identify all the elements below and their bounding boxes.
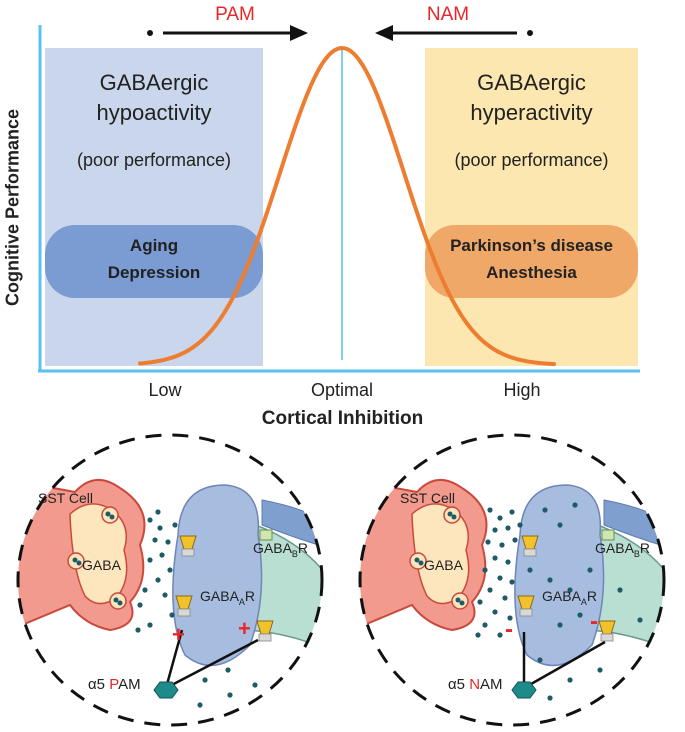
y-axis-label: Cognitive Performance <box>2 108 23 307</box>
tick-optimal: Optimal <box>310 380 373 400</box>
right-nam-arrow-lower <box>523 640 606 690</box>
hypoactivity-zone <box>45 48 263 366</box>
left-gabab-r-label: GABABR <box>253 540 309 559</box>
left-pam-arrow-lower <box>165 638 259 690</box>
right-nam-modulator-label: α5 NAM <box>448 676 503 693</box>
left-pam-arrow-upper <box>164 629 184 689</box>
pam-origin-dot <box>147 30 153 36</box>
pill-anesthesia: Anesthesia <box>486 263 577 282</box>
left-synapse-frame <box>16 433 324 727</box>
right-gaba-label: GABA <box>424 557 463 573</box>
left-pam-molecule <box>153 681 179 699</box>
pill-depression: Depression <box>107 263 201 282</box>
performance-curve-graph <box>38 25 640 373</box>
left-gabab-receptor <box>259 529 273 541</box>
pill-parkinsons: Parkinson’s disease <box>450 236 613 255</box>
hyper-title-line1: GABAergic <box>477 70 586 95</box>
right-minus-sign-lower: - <box>590 608 598 635</box>
left-gaba-label: GABA <box>82 557 121 573</box>
nam-label: NAM <box>426 4 470 25</box>
nam-arrowhead <box>375 25 393 41</box>
hypo-note: (poor performance) <box>76 150 232 170</box>
right-gabaa-r-label: GABAAR <box>542 588 598 607</box>
pam-label: PAM <box>215 4 255 25</box>
left-postsynaptic-neuron <box>172 484 263 667</box>
bell-curve <box>138 45 556 367</box>
left-gaba-particles <box>135 509 258 708</box>
right-synapse-illustration <box>360 478 664 701</box>
pill-aging: Aging <box>129 236 179 255</box>
right-gabab-r-label: GABABR <box>595 540 651 559</box>
synapse-panels <box>16 433 666 727</box>
parkinsons-anesthesia-pill <box>425 225 638 298</box>
right-synapse-frame <box>358 433 666 727</box>
left-plus-sign-upper: + <box>172 622 185 647</box>
pam-arrowhead <box>290 25 308 41</box>
left-sst-cell-label: SST Cell <box>38 490 93 506</box>
right-minus-sign-upper: - <box>505 616 513 643</box>
hyper-note: (poor performance) <box>454 150 609 170</box>
right-postsynaptic-neuron <box>514 484 605 667</box>
right-sst-cell-label: SST Cell <box>400 490 455 506</box>
left-gabaa-r-label: GABAAR <box>200 588 256 607</box>
left-synapse-illustration <box>18 478 322 708</box>
hypo-title-line2: hypoactivity <box>96 100 212 125</box>
left-plus-sign-lower: + <box>238 616 251 641</box>
hyper-title-line2: hyperactivity <box>470 100 593 125</box>
right-nam-molecule <box>511 681 537 699</box>
tick-high: High <box>503 380 541 400</box>
left-pam-modulator-label: α5 PAM <box>88 676 141 693</box>
right-gaba-particles <box>475 502 648 701</box>
tick-low: Low <box>148 380 182 400</box>
aging-depression-pill <box>45 225 263 298</box>
right-gabab-receptor <box>601 529 615 541</box>
hypo-title-line1: GABAergic <box>99 70 209 95</box>
nam-origin-dot <box>527 30 533 36</box>
x-axis-label: Cortical Inhibition <box>261 408 424 429</box>
